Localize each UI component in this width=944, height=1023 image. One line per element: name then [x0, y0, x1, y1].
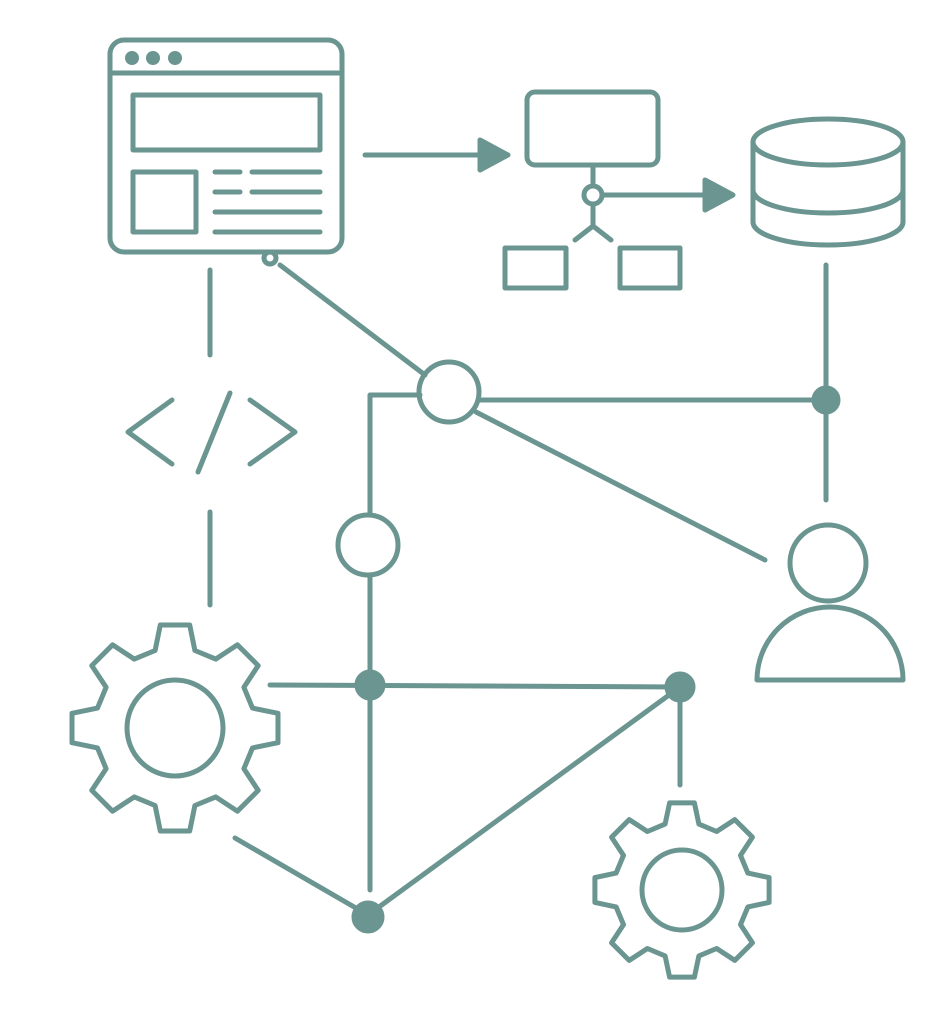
browser-window-icon — [107, 37, 345, 267]
flowchart-icon — [502, 89, 736, 291]
gear-icon — [592, 800, 772, 980]
database-icon — [750, 116, 906, 248]
code-icon — [125, 390, 298, 475]
network-node-icon — [335, 512, 401, 578]
gear-hub — [639, 847, 725, 933]
connection-lines — [207, 262, 829, 918]
junction-dots — [351, 385, 841, 934]
arrow-right-icon — [362, 137, 511, 173]
gear-icon — [69, 622, 281, 834]
browser-dots — [125, 51, 182, 65]
gear-hub — [124, 677, 226, 779]
network-node-icon — [416, 359, 482, 425]
user-icon — [754, 522, 906, 683]
